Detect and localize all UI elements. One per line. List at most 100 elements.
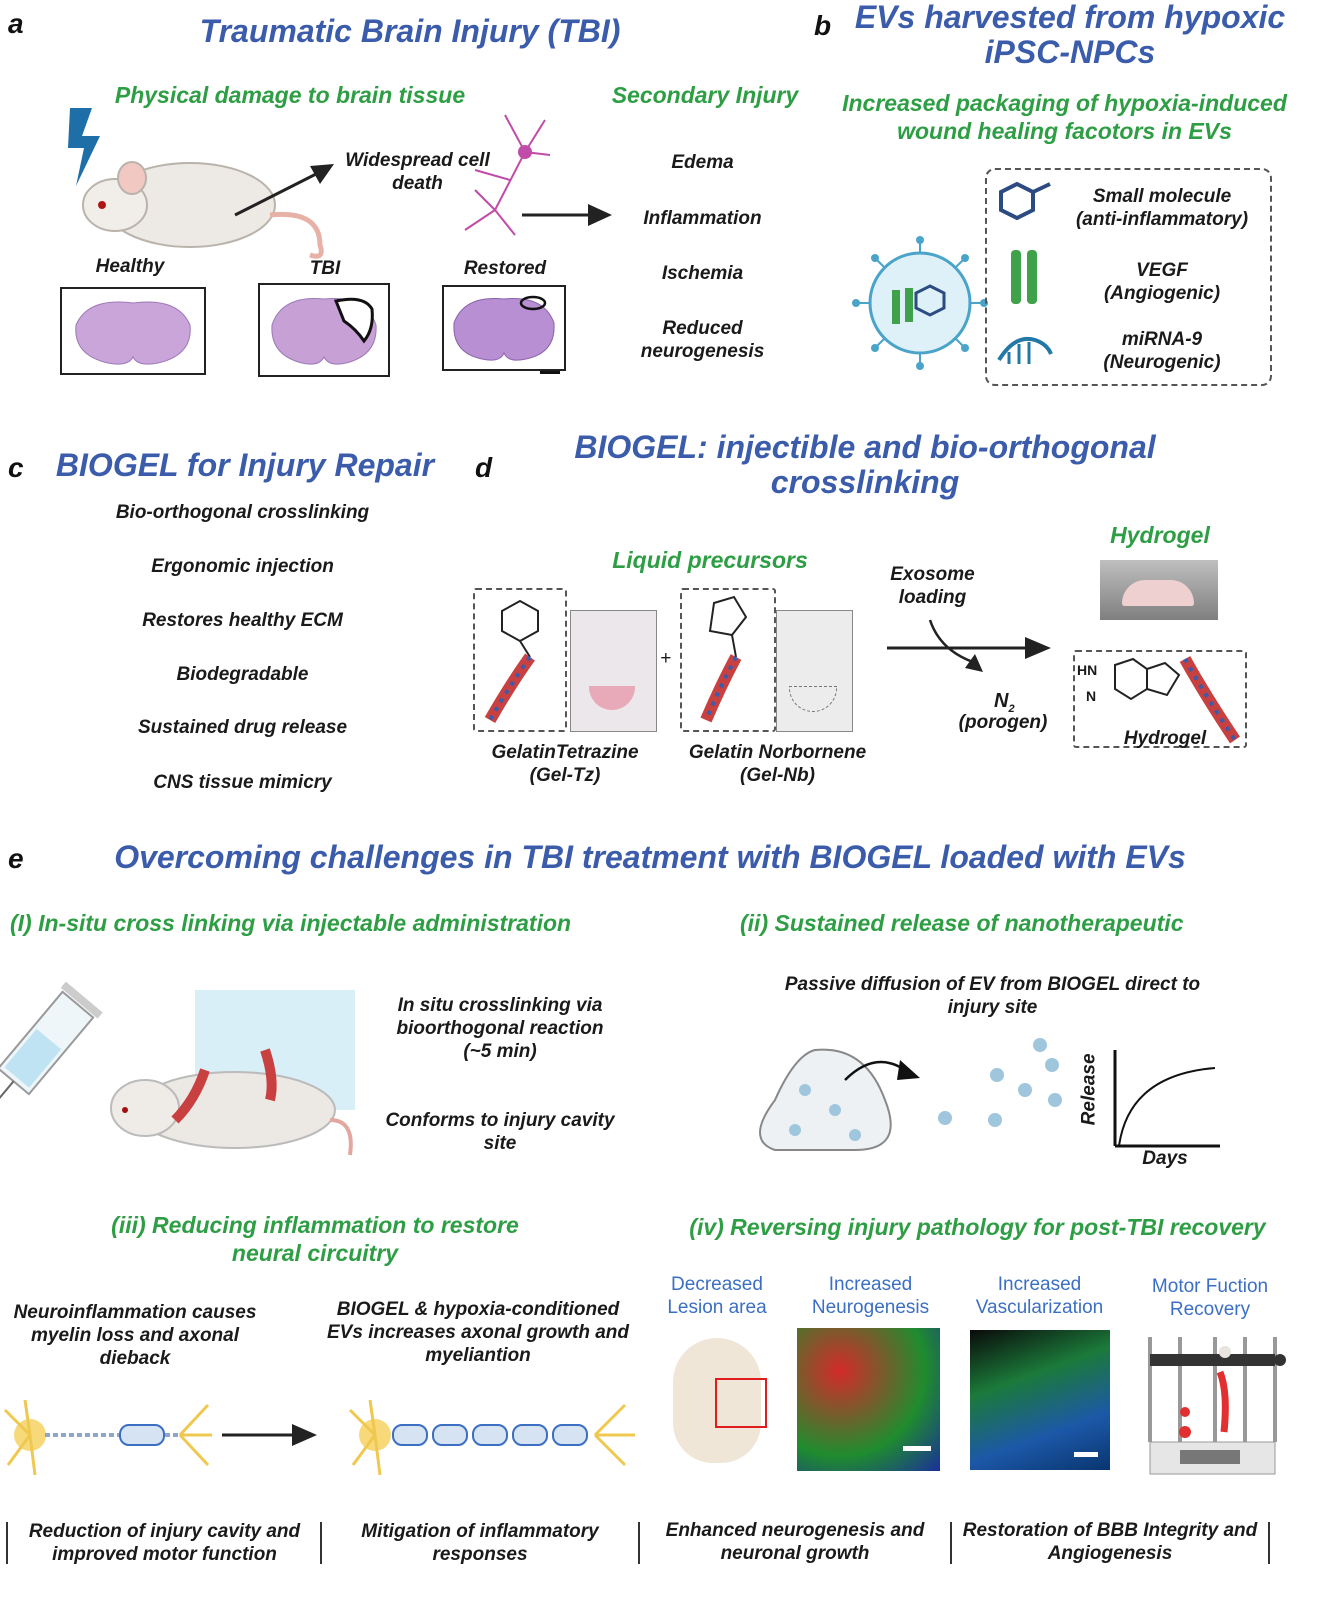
n-label: N — [1086, 688, 1097, 704]
panel-letter-d: d — [475, 452, 493, 483]
panel-c-title: BIOGEL for Injury Repair — [55, 447, 435, 483]
ev-item-name: VEGF — [1136, 260, 1188, 281]
hydrogel-structure-box — [1073, 650, 1247, 748]
arrow-secondary — [522, 204, 612, 226]
gel-tz-tube — [570, 610, 657, 732]
summary-item: Enhanced neurogenesis and neuronal growt… — [665, 1520, 925, 1564]
ev-item-name: miRNA-9 — [1121, 329, 1203, 350]
panel-letter-a: a — [8, 8, 24, 39]
hn-label: HN — [1077, 662, 1098, 678]
hydrogel-title: Hydrogel — [1110, 522, 1210, 548]
biogel-feature: CNS tissue mimicry — [153, 772, 332, 793]
hydrogel-structure — [1114, 656, 1240, 744]
secondary-item: Edema — [671, 152, 734, 173]
tbi-label: TBI — [309, 258, 341, 279]
conforms-text: Conforms to injury cavity site — [385, 1110, 615, 1154]
ev-item-name: Small molecule — [1092, 186, 1232, 207]
section-ii-title: (ii) Sustained release of nanotherapeuti… — [740, 910, 1184, 936]
divider — [638, 1522, 640, 1564]
scale-bar — [540, 371, 560, 374]
outcome-label: Increased Neurogenesis — [811, 1274, 930, 1318]
ev-contents-box — [985, 168, 1272, 386]
neurogenesis-image — [797, 1328, 940, 1471]
vegf-icon — [1011, 250, 1037, 304]
n2-label: N2 — [994, 690, 1015, 715]
outcome-label: Motor Fuction Recovery — [1151, 1276, 1269, 1320]
biogel-feature: Biodegradable — [176, 664, 309, 685]
section-iii-title: (iii) Reducing inflammation to restore n… — [111, 1212, 519, 1266]
panel-a-subtitle: Physical damage to brain tissue — [114, 82, 466, 108]
panel-letter-b: b — [814, 10, 832, 41]
release-axis-label: Release — [1078, 1053, 1100, 1126]
porogen-label: (porogen) — [958, 712, 1048, 733]
brain-section-healthy — [60, 287, 206, 375]
secondary-item: Inflammation — [643, 208, 762, 229]
panel-letter-e: e — [8, 843, 24, 874]
biogel-feature: Sustained drug release — [137, 717, 348, 738]
cell-death-text: Widespread cell death — [345, 150, 490, 194]
biogel-feature: Ergonomic injection — [151, 556, 334, 577]
brain-section-restored — [442, 285, 566, 371]
brain-photo — [665, 1328, 768, 1471]
panel-b-title: EVs harvested from hypoxic iPSC-NPCs — [854, 0, 1286, 71]
gel-tz-label: GelatinTetrazine (Gel-Tz) — [491, 742, 639, 786]
ev-item-desc: (Angiogenic) — [1103, 283, 1221, 304]
ev-item-desc: (anti-inflammatory) — [1075, 209, 1249, 230]
crosslinking-text: In situ crosslinking via bioorthogonal r… — [396, 995, 604, 1062]
hydrogel-photo — [1100, 560, 1218, 620]
rotarod-icon — [1148, 1337, 1286, 1475]
divider — [1268, 1522, 1270, 1564]
panel-a-title: Traumatic Brain Injury (TBI) — [199, 13, 621, 49]
syringe-mouse-illustration — [0, 981, 355, 1156]
plus-sign: + — [659, 648, 672, 669]
arrow-cell-death — [234, 164, 334, 217]
gel-nb-structure — [700, 595, 748, 723]
gel-nb-label: Gelatin Norbornene (Gel-Nb) — [688, 742, 867, 786]
ev-vesicle-icon — [852, 236, 988, 370]
neuron-icon — [464, 114, 551, 236]
divider — [320, 1522, 322, 1564]
neuroinflammation-text: Neuroinflammation causes myelin loss and… — [13, 1302, 257, 1369]
biogel-feature: Bio-orthogonal crosslinking — [115, 502, 370, 523]
secondary-title: Secondary Injury — [611, 82, 799, 108]
liquid-precursors-title: Liquid precursors — [612, 547, 808, 573]
ev-item-desc: (Neurogenic) — [1103, 352, 1221, 373]
gel-nb-structure-box — [680, 588, 776, 732]
divider — [6, 1522, 8, 1564]
reaction-arrow — [887, 619, 1051, 672]
divider — [950, 1522, 952, 1564]
restored-neuron-icon — [348, 1399, 635, 1476]
brain-section-tbi — [258, 283, 390, 377]
secondary-item: Ischemia — [661, 263, 744, 284]
healthy-label: Healthy — [95, 256, 165, 277]
ev-diffusion-illustration — [759, 1038, 1062, 1151]
panel-letter-c: c — [8, 452, 24, 483]
small-molecule-icon — [999, 181, 1051, 221]
passive-diffusion-text: Passive diffusion of EV from BIOGEL dire… — [784, 974, 1201, 1018]
days-axis-label: Days — [1142, 1148, 1188, 1169]
damaged-neuron-icon — [3, 1399, 212, 1476]
secondary-item: Reduced neurogenesis — [640, 318, 765, 362]
vascularization-image — [970, 1330, 1110, 1470]
outcome-label: Increased Vascularization — [975, 1274, 1104, 1318]
summary-item: Mitigation of inflammatory responses — [361, 1521, 599, 1565]
panel-b-subtitle: Increased packaging of hypoxia-induced w… — [842, 90, 1287, 144]
release-curve — [1113, 1050, 1220, 1148]
mouse-icon — [82, 161, 324, 259]
gel-tz-structure-box — [473, 588, 567, 732]
section-iv-title: (iv) Reversing injury pathology for post… — [689, 1214, 1266, 1240]
restored-label: Restored — [463, 258, 547, 279]
gel-nb-tube — [776, 610, 853, 732]
exosome-loading-text: Exosome loading — [890, 564, 975, 608]
gel-tz-structure — [484, 599, 539, 723]
arrow-neuron — [222, 1424, 317, 1446]
panel-e-title: Overcoming challenges in TBI treatment w… — [114, 839, 1186, 875]
summary-item: Restoration of BBB Integrity and Angioge… — [962, 1520, 1258, 1564]
biogel-feature: Restores healthy ECM — [142, 610, 343, 631]
hydrogel-label: Hydrogel — [1123, 728, 1207, 749]
biogel-effect-text: BIOGEL & hypoxia-conditioned EVs increas… — [327, 1299, 629, 1366]
section-i-title: (I) In-situ cross linking via injectable… — [10, 910, 572, 936]
lightning-icon — [68, 108, 100, 186]
outcome-label: Decreased Lesion area — [667, 1274, 767, 1318]
mirna-icon — [997, 337, 1053, 364]
